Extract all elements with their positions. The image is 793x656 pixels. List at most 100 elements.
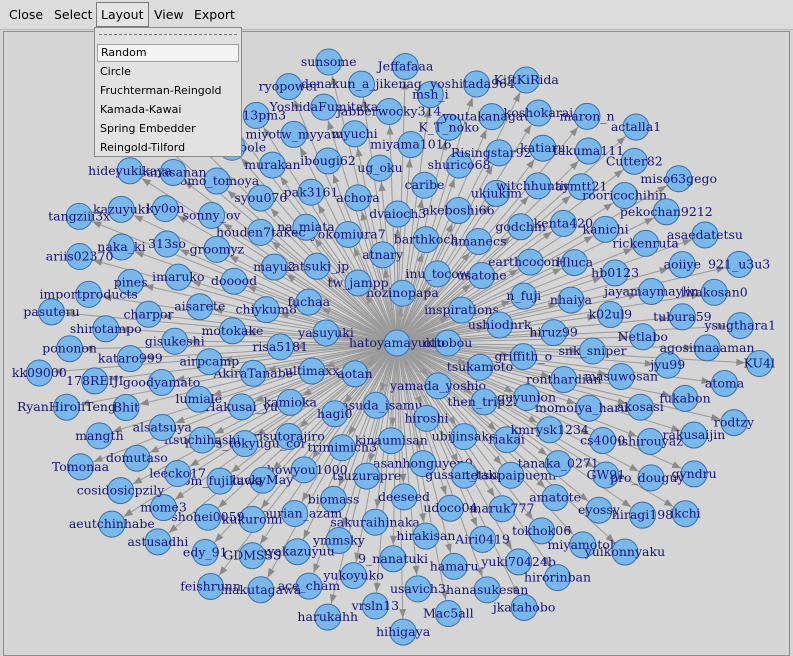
graph-node[interactable]: Cutter82	[606, 147, 663, 175]
node-circle[interactable]	[510, 282, 538, 310]
node-circle[interactable]	[444, 197, 472, 225]
graph-node[interactable]: kazuyuki	[93, 195, 149, 223]
node-circle[interactable]	[671, 384, 699, 412]
tearoff-line[interactable]	[99, 34, 237, 35]
graph-node[interactable]: jayamaymaylin	[602, 277, 699, 305]
node-circle[interactable]	[700, 278, 728, 306]
node-circle[interactable]	[465, 228, 493, 256]
graph-node[interactable]: yukoyuko	[322, 562, 384, 590]
graph-node[interactable]: kmrysk1234	[511, 416, 589, 444]
graph-node[interactable]: astusadhi	[127, 528, 188, 556]
node-circle[interactable]	[549, 209, 577, 237]
node-circle[interactable]	[220, 267, 248, 295]
graph-node[interactable]: hamaru	[430, 552, 479, 580]
layout-option-reingold-tilford[interactable]: Reingold-Tilford	[100, 141, 186, 154]
node-circle[interactable]	[281, 500, 309, 528]
graph-node[interactable]: AkiraTanabe	[212, 359, 293, 387]
node-circle[interactable]	[149, 494, 177, 522]
layout-option-kamada-kawai[interactable]: Kamada-Kawai	[100, 103, 182, 116]
graph-node[interactable]: rooricochihin	[582, 182, 667, 210]
node-circle[interactable]	[560, 249, 588, 277]
node-circle[interactable]	[375, 97, 403, 125]
graph-node[interactable]: deeseed	[378, 483, 430, 511]
graph-node[interactable]: caribe	[405, 171, 445, 199]
graph-node[interactable]: masuda_isamu	[329, 391, 423, 419]
node-circle[interactable]	[315, 48, 343, 76]
graph-node[interactable]: agosimaaaman	[660, 334, 755, 362]
node-circle[interactable]	[720, 409, 748, 437]
graph-node[interactable]: feishrunn	[180, 572, 241, 600]
graph-node[interactable]: tomo_tomoya	[175, 167, 260, 195]
graph-node[interactable]: jabberwocky314	[335, 97, 442, 125]
node-circle[interactable]	[726, 312, 754, 340]
graph-node[interactable]: yamada_yoshio	[389, 372, 486, 400]
node-circle[interactable]	[197, 572, 225, 600]
graph-node[interactable]: kamioka	[264, 388, 318, 416]
graph-node[interactable]: sakuraihinaka	[330, 508, 420, 536]
node-circle[interactable]	[423, 260, 451, 288]
graph-node[interactable]: aoiiye	[664, 251, 701, 279]
node-circle[interactable]	[528, 517, 556, 545]
node-circle[interactable]	[424, 372, 452, 400]
node-circle[interactable]	[295, 288, 323, 316]
node-circle[interactable]	[258, 151, 286, 179]
graph-node[interactable]: ikchi	[670, 500, 701, 528]
node-circle[interactable]	[505, 548, 533, 576]
graph-node[interactable]: charpor	[124, 300, 174, 328]
node-circle[interactable]	[312, 319, 340, 347]
node-circle[interactable]	[341, 360, 369, 388]
node-circle[interactable]	[636, 427, 664, 455]
graph-node[interactable]: masuwosan	[584, 363, 658, 391]
node-circle[interactable]	[314, 603, 342, 631]
graph-node[interactable]: shurico68	[428, 151, 491, 179]
graph-node[interactable]: dvaioch3	[369, 200, 426, 228]
graph-node[interactable]: barthkoch	[394, 226, 459, 254]
graph-node[interactable]: yuki70424b	[480, 548, 556, 576]
node-circle[interactable]	[383, 329, 411, 357]
graph-node[interactable]: hirakisan	[396, 522, 455, 550]
graph-node[interactable]: GW91	[586, 461, 625, 489]
graph-node[interactable]: KU4l	[744, 349, 775, 377]
graph-node[interactable]: motokake	[202, 317, 264, 345]
graph-node[interactable]: K_T_noko	[418, 113, 479, 141]
graph-node[interactable]: hirorinban	[524, 564, 591, 592]
node-circle[interactable]	[450, 461, 478, 489]
graph-node[interactable]: gisukeshi	[145, 327, 205, 355]
node-circle[interactable]	[470, 388, 498, 416]
graph-node[interactable]: importproducts	[39, 280, 138, 308]
node-circle[interactable]	[66, 453, 94, 481]
graph-node[interactable]: lumiale	[175, 385, 222, 413]
node-circle[interactable]	[448, 296, 476, 324]
node-circle[interactable]	[151, 195, 179, 223]
graph-node[interactable]: chiykum8	[235, 296, 297, 324]
node-circle[interactable]	[668, 303, 696, 331]
node-circle[interactable]	[680, 460, 708, 488]
graph-node[interactable]: Hluca	[556, 249, 594, 277]
graph-node[interactable]: domutaso	[106, 444, 168, 472]
graph-node[interactable]: aotan	[337, 360, 373, 388]
graph-node[interactable]: inu_tocow	[405, 260, 470, 288]
graph-node[interactable]: rodtzy	[714, 409, 755, 437]
node-circle[interactable]	[601, 259, 629, 287]
node-circle[interactable]	[366, 154, 394, 182]
graph-node[interactable]: tangziii3x	[48, 202, 110, 230]
graph-node[interactable]: rakusaijin	[662, 421, 725, 449]
node-circle[interactable]	[626, 393, 654, 421]
node-circle[interactable]	[488, 495, 516, 523]
node-circle[interactable]	[283, 538, 311, 566]
graph-node[interactable]: tom_fujikawa	[178, 467, 263, 495]
graph-node[interactable]: achora	[336, 184, 380, 212]
graph-node[interactable]: cs4000	[580, 427, 625, 455]
graph-node[interactable]: tetsupaipuemi	[466, 461, 557, 489]
node-circle[interactable]	[334, 220, 362, 248]
graph-node[interactable]: Airi0419	[454, 525, 510, 553]
node-circle[interactable]	[575, 394, 603, 422]
node-circle[interactable]	[266, 333, 294, 361]
graph-node[interactable]: kukuromi	[222, 505, 283, 533]
network-graph[interactable]: ottobouaotanhozinopapayamada_yoshioyasuy…	[4, 32, 789, 655]
graph-node[interactable]: tsukamoto	[447, 353, 513, 381]
graph-node[interactable]: ug_oku	[357, 154, 403, 182]
graph-node[interactable]: tw_jampp	[327, 269, 389, 297]
node-circle[interactable]	[573, 102, 601, 130]
graph-node[interactable]: yuikonnyaku	[584, 538, 665, 566]
